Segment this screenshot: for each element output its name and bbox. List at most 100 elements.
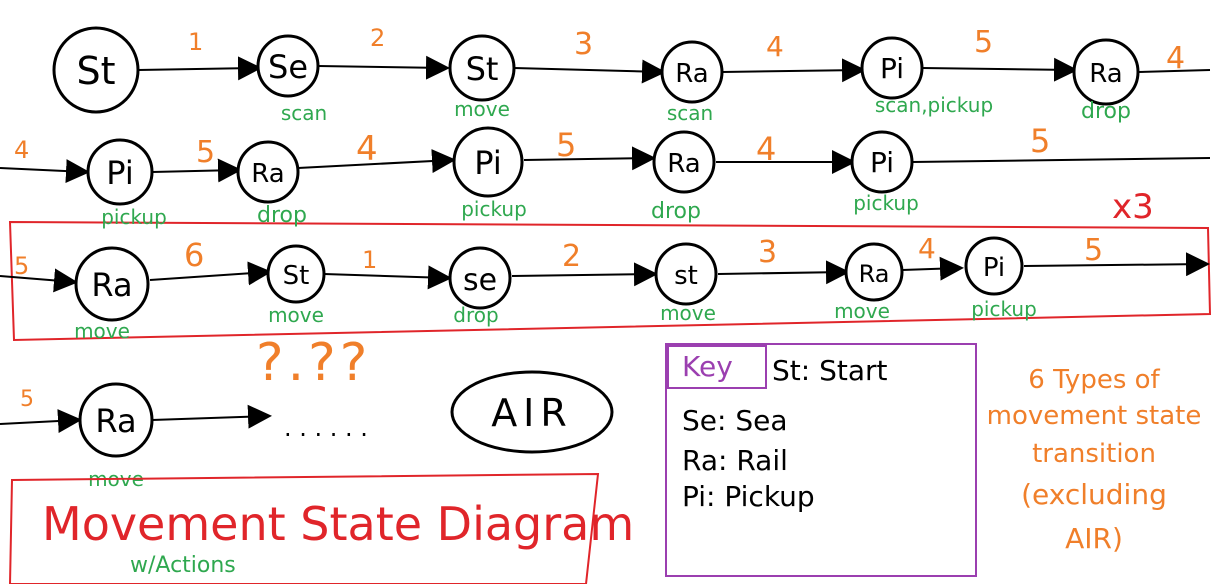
action-label: move	[74, 319, 130, 343]
diagram-subtitle: w/Actions	[130, 553, 236, 578]
edge-label: 4	[1166, 41, 1185, 76]
action-label: scan	[281, 101, 327, 125]
state-node	[236, 140, 300, 204]
edge-label: 4	[756, 130, 776, 168]
action-label: drop	[1081, 99, 1131, 124]
edge	[317, 55, 450, 80]
edge-label: 1	[188, 28, 203, 56]
action-label: drop	[453, 303, 498, 327]
action-label: pickup	[853, 191, 919, 215]
note-line: AIR)	[1065, 522, 1123, 555]
edge	[297, 149, 456, 174]
state-label: se	[463, 263, 497, 298]
key-heading-box	[667, 345, 767, 389]
state-label: st	[674, 261, 698, 291]
key-entry: St: Start	[772, 354, 888, 387]
final-state-node	[450, 370, 614, 454]
row-1: 1 2 3 4 5 4 St Se St Ra Pi Ra scan move …	[52, 24, 1211, 125]
action-label: pickup	[461, 197, 527, 221]
edge-out	[1137, 69, 1211, 73]
edge-in	[0, 159, 90, 184]
state-node	[964, 236, 1024, 296]
final-state-label: AIR	[491, 391, 573, 435]
state-node	[660, 40, 724, 104]
transition-note: 6 Types of movement state transition (ex…	[987, 365, 1202, 555]
state-node	[654, 242, 718, 306]
edge-label: 6	[184, 236, 204, 274]
edge	[149, 261, 272, 286]
state-label: St	[466, 50, 499, 88]
state-node	[86, 138, 154, 206]
state-node	[850, 130, 914, 194]
edge	[921, 57, 1078, 82]
action-label: pickup	[101, 205, 167, 229]
state-node	[256, 34, 320, 98]
edge	[513, 59, 666, 84]
state-node	[448, 34, 516, 102]
edge	[511, 262, 658, 287]
edge-in	[0, 409, 82, 434]
edge-label: 5	[20, 387, 34, 412]
state-node	[844, 242, 904, 302]
state-node	[652, 130, 716, 194]
edge-out	[911, 157, 1211, 163]
action-label: scan,pickup	[875, 93, 993, 117]
title-box	[8, 472, 600, 584]
action-label: move	[454, 97, 510, 121]
state-node	[52, 26, 140, 114]
edge-label: 4	[918, 232, 936, 265]
row-2: 4 5 4 5 4 5 Pi Ra Pi Ra Pi pickup drop p…	[0, 122, 1211, 229]
edge-label: 5	[14, 252, 29, 280]
edge-label: 5	[1030, 122, 1050, 160]
action-label: scan	[667, 101, 713, 125]
note-line: 6 Types of	[1028, 365, 1160, 395]
edge-label: 3	[574, 27, 593, 62]
state-label: Ra	[91, 266, 132, 304]
row-3: 5 6 1 2 3 4 5 Ra St se st Ra Pi move mov…	[0, 232, 1210, 343]
edge-label: 4	[766, 30, 784, 63]
row-4: 5 Ra move ?.?? . . . . . . AIR	[0, 333, 614, 491]
state-node	[78, 382, 154, 458]
state-node	[1072, 38, 1140, 106]
edge	[523, 146, 656, 171]
key-entry: Pi: Pickup	[682, 480, 815, 513]
continuation-dots: . . . . . .	[284, 414, 368, 442]
state-label: St	[76, 49, 115, 93]
edge	[151, 158, 242, 183]
note-line: transition	[1032, 439, 1156, 469]
action-label: drop	[257, 203, 307, 228]
state-label: Ra	[1089, 59, 1122, 89]
edge-label: 5	[974, 25, 993, 60]
key-entry: Ra: Rail	[682, 444, 788, 477]
key-box	[665, 343, 977, 577]
state-label: Ra	[859, 260, 890, 288]
edge-label: 5	[556, 126, 576, 164]
state-label: Pi	[880, 52, 904, 85]
note-line: movement state	[987, 401, 1202, 431]
edge-label: 5	[196, 135, 215, 170]
edge-label: 2	[562, 239, 581, 274]
edge	[151, 404, 272, 429]
loop-region	[8, 220, 1212, 342]
action-label: drop	[651, 199, 701, 224]
state-label: Ra	[251, 159, 284, 189]
edge-label: 3	[758, 235, 777, 270]
edge	[323, 265, 452, 290]
edge	[717, 260, 850, 285]
edge-label: 2	[370, 24, 385, 52]
state-label: Pi	[474, 144, 501, 182]
edge-out	[1023, 252, 1210, 277]
action-label: move	[268, 303, 324, 327]
state-node	[266, 244, 326, 304]
edge-in	[0, 268, 78, 293]
action-label: move	[660, 301, 716, 325]
edge	[901, 256, 964, 281]
state-label: Ra	[675, 59, 708, 89]
loop-count-label: x3	[1112, 187, 1154, 227]
action-label: pickup	[971, 297, 1037, 321]
state-label: Pi	[870, 146, 894, 179]
note-line: (excluding	[1021, 478, 1167, 511]
key-heading: Key	[682, 350, 733, 383]
edge-label: 4	[14, 136, 29, 164]
